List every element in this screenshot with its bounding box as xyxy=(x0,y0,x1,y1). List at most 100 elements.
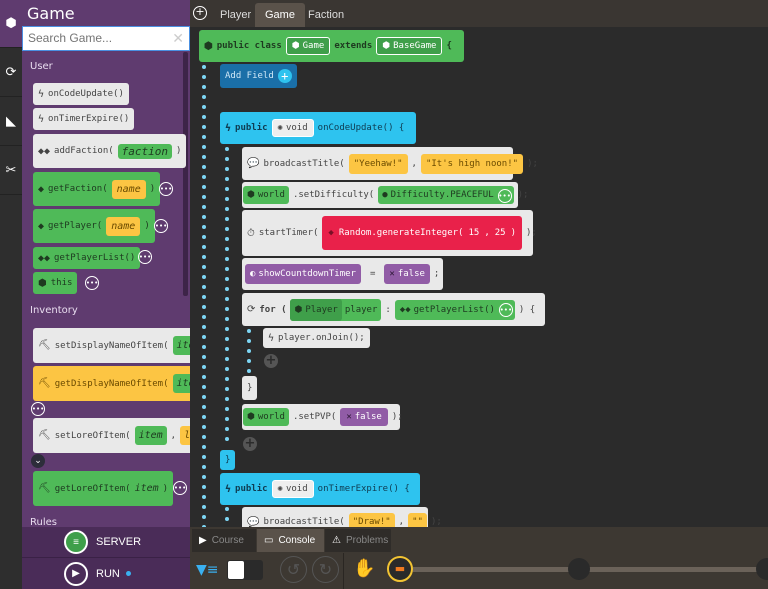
status-dot xyxy=(125,571,131,576)
value-false[interactable]: ✕false xyxy=(340,408,388,426)
refresh-icon[interactable]: ⟳ xyxy=(0,49,22,97)
block-getloreofitem[interactable]: ⛏getLoreOfItem(item) xyxy=(33,471,174,506)
redo-icon[interactable]: ↻ xyxy=(312,556,339,583)
add-field-button[interactable]: Add Field+ xyxy=(220,64,297,88)
stmt-assign[interactable]: ◐showCountdownTimer=✕false; xyxy=(242,258,443,290)
return-type[interactable]: ✺void xyxy=(271,480,314,498)
more-icon[interactable]: ••• xyxy=(31,402,45,416)
more-icon[interactable]: ••• xyxy=(85,276,99,290)
block-getdisplaynameofitem[interactable]: ⛏getDisplayNameOfItem(item xyxy=(33,366,190,401)
arg-string[interactable]: "It's high noon!" xyxy=(420,153,524,174)
param-item[interactable]: item xyxy=(172,374,190,393)
arg-string[interactable]: "Draw!" xyxy=(348,513,395,527)
block-getplayerlist[interactable]: ◆◆getPlayerList() xyxy=(33,247,141,269)
arg-string[interactable]: "" xyxy=(408,513,427,527)
block-getplayer[interactable]: ◆getPlayer(name) xyxy=(33,209,155,243)
arg-min[interactable]: 15 xyxy=(468,228,480,238)
scissors-icon[interactable]: ✂ xyxy=(0,147,22,195)
more-icon[interactable]: ••• xyxy=(138,250,152,264)
arg-max[interactable]: 25 xyxy=(494,228,506,238)
hand-icon[interactable]: ✋ xyxy=(353,558,376,579)
param-lore[interactable]: lor xyxy=(180,426,190,445)
param-faction[interactable]: faction xyxy=(117,143,173,159)
param-item[interactable]: item xyxy=(172,336,190,355)
block-getfaction[interactable]: ◆getFaction(name) xyxy=(33,172,161,206)
double-arrow-icon: ◆◆ xyxy=(38,252,51,264)
indent-guide-dot xyxy=(202,65,206,69)
tab-game[interactable]: Game xyxy=(255,3,305,27)
more-icon[interactable]: ••• xyxy=(159,182,173,196)
world-ref[interactable]: ⬢world xyxy=(243,186,289,204)
stmt-broadcast[interactable]: 💬broadcastTitle("Yeehaw!","It's high noo… xyxy=(242,147,538,180)
lightning-icon: ϟ xyxy=(268,332,275,344)
loop-iterable[interactable]: ◆◆getPlayerList()••• xyxy=(394,299,515,320)
filter-icon[interactable]: ▼≡ xyxy=(196,562,219,578)
server-button[interactable]: ≡SERVER xyxy=(22,527,190,558)
more-icon[interactable]: ••• xyxy=(154,219,168,233)
param-name[interactable]: name xyxy=(111,179,146,199)
block-this[interactable]: ⬢this xyxy=(33,272,78,294)
stmt-starttimer[interactable]: ⏱startTimer(◆Random.generateInteger(15,2… xyxy=(242,210,537,256)
indent-guide-dot xyxy=(202,335,206,339)
arg-string[interactable]: "Yeehaw!" xyxy=(348,153,408,174)
more-icon[interactable]: ••• xyxy=(173,481,187,495)
param-name[interactable]: name xyxy=(106,216,141,236)
block-setloreofitem[interactable]: ⛏setLoreOfItem(item,lor xyxy=(33,418,190,453)
cube-icon[interactable]: ⬢ xyxy=(0,0,22,48)
tab-faction[interactable]: Faction xyxy=(308,9,345,21)
base-class[interactable]: ⬢BaseGame xyxy=(376,37,443,55)
blocks-view-icon[interactable]: ▬ xyxy=(387,556,413,582)
tab-player[interactable]: Player xyxy=(220,9,252,21)
theme-toggle[interactable] xyxy=(227,560,263,580)
var-showcountdown[interactable]: ◐showCountdownTimer xyxy=(245,264,361,284)
code-editor[interactable]: ⬢public class ⬢Game extends ⬢BaseGame { … xyxy=(190,27,768,527)
add-tab-icon[interactable]: + xyxy=(193,6,207,20)
indent-guide-dot xyxy=(225,207,229,211)
slider-handle[interactable] xyxy=(568,558,590,580)
stmt-setdifficulty[interactable]: ⬢world.setDifficulty(●Difficulty.PEACEFU… xyxy=(242,182,528,208)
scrollbar[interactable] xyxy=(183,52,188,296)
tab-course[interactable]: ▶︎Course xyxy=(192,529,256,552)
add-statement-icon[interactable]: + xyxy=(243,436,257,451)
indent-guide-dot xyxy=(225,437,229,441)
diamond-icon: ◆ xyxy=(328,228,334,238)
stmt-broadcast-draw[interactable]: 💬broadcastTitle("Draw!",""); xyxy=(242,507,442,527)
block-addfaction[interactable]: ◆◆addFaction(faction) xyxy=(33,134,187,168)
tab-console[interactable]: ▭Console xyxy=(257,529,324,552)
class-name[interactable]: ⬢Game xyxy=(285,37,331,55)
indent-guide-dot xyxy=(202,445,206,449)
indent-guide-dot xyxy=(202,305,206,309)
search-input[interactable] xyxy=(28,31,168,45)
param-item[interactable]: item xyxy=(134,426,167,445)
timeline-slider[interactable] xyxy=(413,567,768,572)
random-call[interactable]: ◆Random.generateInteger(15,25) xyxy=(322,216,522,250)
search-box[interactable]: ✕ xyxy=(22,26,190,51)
arg-difficulty[interactable]: ●Difficulty.PEACEFUL••• xyxy=(378,186,514,204)
clear-icon[interactable]: ✕ xyxy=(172,30,184,46)
value-false[interactable]: ✕false xyxy=(384,264,430,284)
return-type[interactable]: ✺void xyxy=(271,119,314,137)
banner-icon[interactable]: ◣ xyxy=(0,98,22,146)
slider-handle[interactable] xyxy=(756,558,768,580)
param-item[interactable]: item xyxy=(134,483,159,494)
lightning-icon: ϟ xyxy=(38,113,45,125)
player-type[interactable]: ⬢Player xyxy=(290,298,342,321)
block-setdisplaynameofitem[interactable]: ⛏setDisplayNameOfItem(item xyxy=(33,328,190,363)
chevron-down-icon[interactable]: ⌄ xyxy=(31,454,45,468)
class-declaration[interactable]: ⬢public class ⬢Game extends ⬢BaseGame { xyxy=(199,30,464,62)
more-icon[interactable]: ••• xyxy=(497,189,512,203)
more-icon[interactable]: ••• xyxy=(498,302,513,317)
add-statement-icon[interactable]: + xyxy=(264,353,278,368)
world-ref[interactable]: ⬢world xyxy=(243,408,289,426)
run-button[interactable]: ▶RUN xyxy=(22,558,190,589)
stmt-setpvp[interactable]: ⬢world.setPVP(✕false); xyxy=(242,404,403,430)
undo-icon[interactable]: ↺ xyxy=(280,556,307,583)
tab-problems[interactable]: ⚠Problems xyxy=(325,529,391,552)
